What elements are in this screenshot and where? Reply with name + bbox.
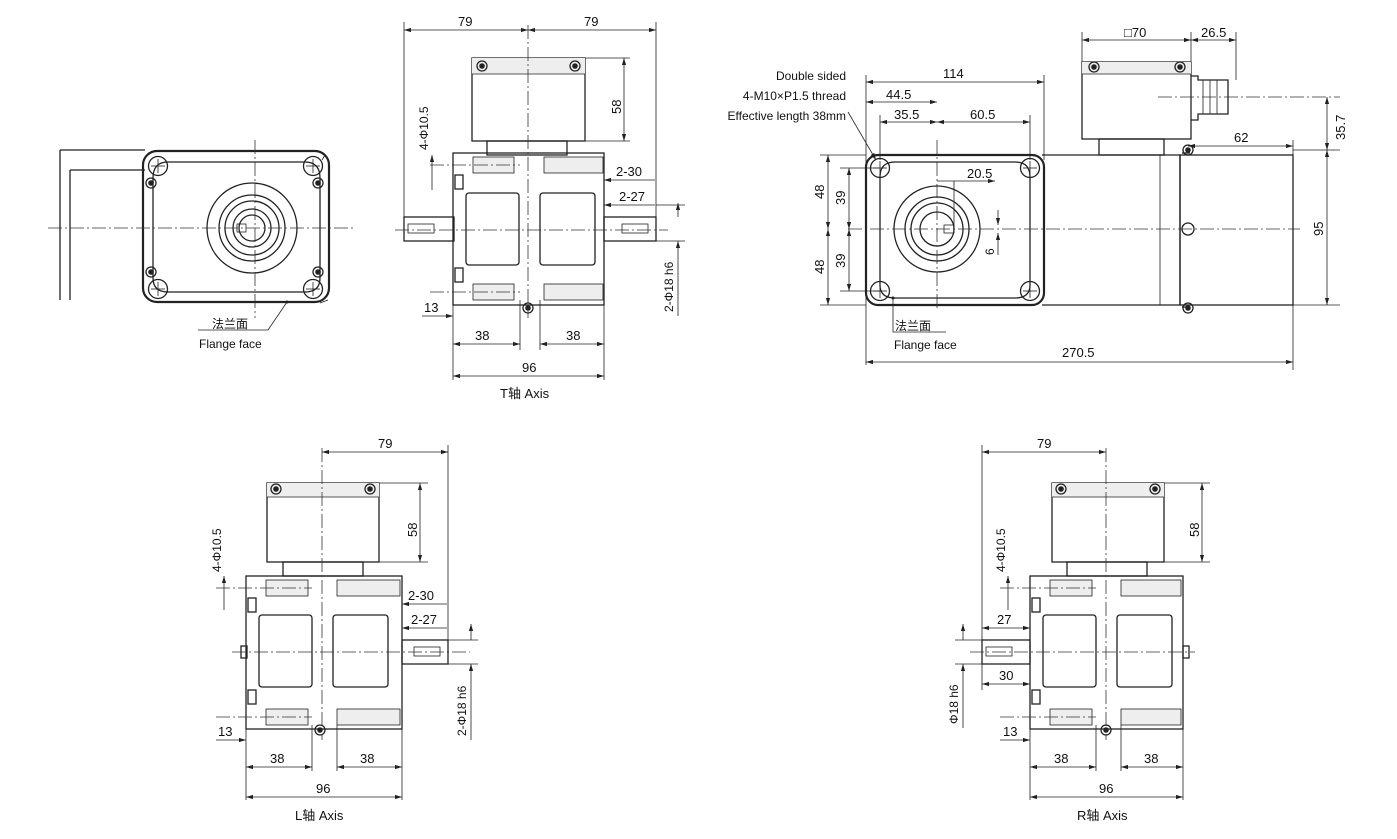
t-dim-79a: 79 bbox=[458, 14, 472, 29]
thread-line-3: Effective length 38mm bbox=[727, 109, 846, 123]
r-dim-58: 58 bbox=[1187, 523, 1202, 537]
t-dim-96: 96 bbox=[522, 360, 536, 375]
l-dim-13: 13 bbox=[218, 724, 232, 739]
l-dim-38b: 38 bbox=[360, 751, 374, 766]
side-dim-6: 6 bbox=[983, 248, 997, 255]
l-dim-2-30: 2-30 bbox=[408, 588, 434, 603]
side-flange-en: Flange face bbox=[894, 338, 957, 352]
r-dim-38a: 38 bbox=[1054, 751, 1068, 766]
side-dim-62: 62 bbox=[1234, 130, 1248, 145]
t-dim-2-30: 2-30 bbox=[616, 164, 642, 179]
front-flange-cn: 法兰面 bbox=[212, 317, 248, 331]
t-axis-view bbox=[395, 22, 685, 380]
t-dim-38a: 38 bbox=[475, 328, 489, 343]
side-dim-26-5: 26.5 bbox=[1201, 25, 1226, 40]
t-dim-holes: 4-Φ10.5 bbox=[417, 106, 431, 150]
side-dim-35-7: 35.7 bbox=[1333, 115, 1348, 140]
r-dim-holes: 4-Φ10.5 bbox=[994, 528, 1008, 572]
t-dim-shaft: 2-Φ18 h6 bbox=[662, 261, 676, 312]
l-axis-caption: L轴 Axis bbox=[295, 808, 344, 823]
t-dim-58: 58 bbox=[609, 100, 624, 114]
r-dim-shaft: Φ18 h6 bbox=[947, 684, 961, 724]
r-axis-caption: R轴 Axis bbox=[1077, 808, 1128, 823]
side-dim-48a: 48 bbox=[812, 185, 827, 199]
side-dim-270-5: 270.5 bbox=[1062, 345, 1095, 360]
l-dim-58: 58 bbox=[405, 523, 420, 537]
side-dim-sq70: □70 bbox=[1124, 25, 1146, 40]
l-dim-79: 79 bbox=[378, 436, 392, 451]
side-dim-39a: 39 bbox=[833, 191, 848, 205]
side-dim-48b: 48 bbox=[812, 260, 827, 274]
side-dim-20-5: 20.5 bbox=[967, 166, 992, 181]
l-axis-view bbox=[216, 445, 478, 800]
r-dim-79: 79 bbox=[1037, 436, 1051, 451]
r-dim-38b: 38 bbox=[1144, 751, 1158, 766]
side-flange-cn: 法兰面 bbox=[895, 319, 931, 333]
r-dim-13: 13 bbox=[1003, 724, 1017, 739]
l-dim-38a: 38 bbox=[270, 751, 284, 766]
t-dim-13: 13 bbox=[424, 300, 438, 315]
l-dim-shaft: 2-Φ18 h6 bbox=[455, 685, 469, 736]
front-flange-en: Flange face bbox=[199, 337, 262, 351]
l-dim-96: 96 bbox=[316, 781, 330, 796]
t-dim-2-27: 2-27 bbox=[619, 189, 645, 204]
thread-line-1: Double sided bbox=[776, 69, 846, 83]
r-axis-view bbox=[955, 445, 1210, 800]
t-dim-38b: 38 bbox=[566, 328, 580, 343]
side-dim-114: 114 bbox=[943, 66, 964, 81]
side-view bbox=[820, 32, 1340, 370]
side-dim-60-5: 60.5 bbox=[970, 107, 995, 122]
front-view bbox=[48, 140, 355, 331]
l-dim-holes: 4-Φ10.5 bbox=[210, 528, 224, 572]
t-axis-caption: T轴 Axis bbox=[500, 386, 550, 401]
r-dim-30: 30 bbox=[999, 668, 1013, 683]
side-dim-35-5: 35.5 bbox=[894, 107, 919, 122]
side-dim-95: 95 bbox=[1311, 222, 1326, 236]
side-dim-44-5: 44.5 bbox=[886, 87, 911, 102]
r-dim-96: 96 bbox=[1099, 781, 1113, 796]
t-dim-79b: 79 bbox=[584, 14, 598, 29]
thread-line-2: 4-M10×P1.5 thread bbox=[743, 89, 846, 103]
r-dim-27: 27 bbox=[997, 612, 1011, 627]
side-dim-39b: 39 bbox=[833, 254, 848, 268]
l-dim-2-27: 2-27 bbox=[411, 612, 437, 627]
